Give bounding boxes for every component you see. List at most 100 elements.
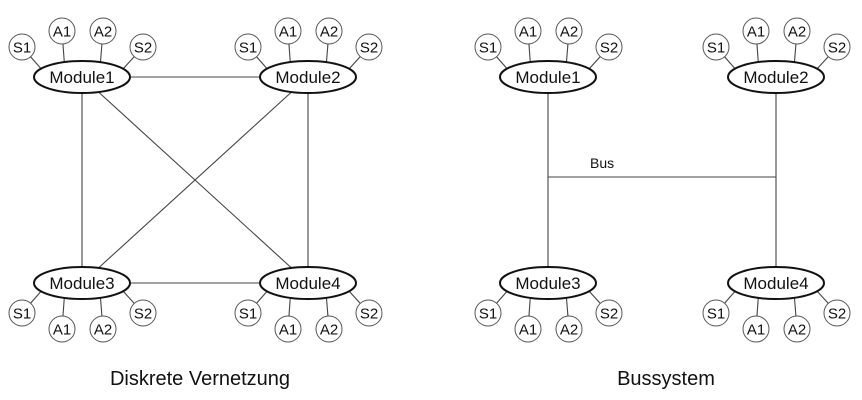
bus-module1-port-a2-connector bbox=[565, 43, 569, 64]
discrete-module1-port-a1 bbox=[48, 17, 76, 45]
discrete-module4-port-s2-label: S2 bbox=[360, 306, 378, 323]
discrete-module1-port-a1-label: A1 bbox=[53, 24, 71, 41]
discrete-module1-port-a1-connector bbox=[62, 43, 65, 64]
bus-module4-port-s1-label: S1 bbox=[707, 306, 725, 323]
bus-module4-port-a2-label: A2 bbox=[788, 322, 806, 339]
bus-module3-port-a2-label: A2 bbox=[560, 322, 578, 339]
discrete-module4-port-a1 bbox=[274, 315, 302, 343]
bus-module1-port-a1 bbox=[514, 17, 542, 45]
discrete-module2-port-a2-label: A2 bbox=[320, 24, 338, 41]
discrete-module2-port-s2-label: S2 bbox=[360, 40, 378, 57]
discrete-module2-port-a2 bbox=[315, 17, 343, 45]
discrete-module4-port-a1-connector bbox=[288, 296, 291, 317]
bus-module3-node bbox=[499, 266, 597, 300]
discrete-module3-port-a1-label: A1 bbox=[53, 322, 71, 339]
bus-module4-port-a1 bbox=[742, 315, 770, 343]
discrete-module1-port-a2 bbox=[89, 17, 117, 45]
bus-module3-port-a2 bbox=[555, 315, 583, 343]
discrete-module3-port-s2-label: S2 bbox=[134, 306, 152, 323]
discrete-module3-port-a1-connector bbox=[62, 296, 65, 317]
bus-module1-port-s2-label: S2 bbox=[600, 40, 618, 57]
discrete-module3-node bbox=[33, 266, 131, 300]
bus-module3-port-s2 bbox=[595, 299, 623, 327]
bus-module4-node bbox=[727, 266, 825, 300]
bus-module2-port-s2 bbox=[823, 33, 851, 61]
bus-module4-port-a2-connector bbox=[793, 296, 797, 317]
discrete-module3-port-a2 bbox=[89, 315, 117, 343]
discrete-module1-node bbox=[33, 60, 131, 94]
discrete-module2-label: Module2 bbox=[275, 68, 340, 87]
discrete-module2-port-a2-connector bbox=[325, 43, 329, 64]
discrete-module2-port-a1-label: A1 bbox=[279, 24, 297, 41]
discrete-module1-port-a2-connector bbox=[99, 43, 103, 64]
discrete-module2-port-s1 bbox=[234, 33, 262, 61]
bus-module3-port-a1-label: A1 bbox=[519, 322, 537, 339]
bus-module2-port-s2-label: S2 bbox=[828, 40, 846, 57]
bus-module1-label: Module1 bbox=[515, 68, 580, 87]
discrete-module2-port-s2 bbox=[355, 33, 383, 61]
bus-module2-port-a1-connector bbox=[756, 43, 759, 64]
bus-module4-port-s1 bbox=[702, 299, 730, 327]
bus-module4-port-s2 bbox=[823, 299, 851, 327]
bus-module4-port-a2 bbox=[783, 315, 811, 343]
bus-module3-port-s1 bbox=[474, 299, 502, 327]
bus-module3-port-a1 bbox=[514, 315, 542, 343]
discrete-module1-port-s2 bbox=[129, 33, 157, 61]
discrete-module4-port-a2-label: A2 bbox=[320, 322, 338, 339]
discrete-module3-port-a2-connector bbox=[99, 296, 103, 317]
bus-module4-port-a1-label: A1 bbox=[747, 322, 765, 339]
caption-discrete: Diskrete Vernetzung bbox=[109, 368, 291, 390]
discrete-module4-node bbox=[259, 266, 357, 300]
discrete-module3-port-s1-label: S1 bbox=[13, 306, 31, 323]
discrete-module2-port-a1 bbox=[274, 17, 302, 45]
discrete-module1-port-s2-label: S2 bbox=[134, 40, 152, 57]
discrete-module3-port-s2 bbox=[129, 299, 157, 327]
bus-module2-port-s1-label: S1 bbox=[707, 40, 725, 57]
discrete-module4-port-a1-label: A1 bbox=[279, 322, 297, 339]
bus-module1-port-a2-label: A2 bbox=[560, 24, 578, 41]
discrete-module1-port-a2-label: A2 bbox=[94, 24, 112, 41]
caption-bus: Bussystem bbox=[617, 368, 715, 390]
bus-module1-node bbox=[499, 60, 597, 94]
bus-label: Bus bbox=[590, 155, 614, 171]
discrete-module4-label: Module4 bbox=[275, 274, 340, 293]
discrete-module4-port-s2 bbox=[355, 299, 383, 327]
bus-module2-port-a1 bbox=[742, 17, 770, 45]
bus-module4-port-s2-label: S2 bbox=[828, 306, 846, 323]
bus-module2-label: Module2 bbox=[743, 68, 808, 87]
bus-module4-label: Module4 bbox=[743, 274, 808, 293]
discrete-module3-port-s1 bbox=[8, 299, 36, 327]
bus-module2-node bbox=[727, 60, 825, 94]
discrete-module2-port-a1-connector bbox=[288, 43, 291, 64]
bus-module2-port-a1-label: A1 bbox=[747, 24, 765, 41]
bus-module1-port-a1-connector bbox=[528, 43, 531, 64]
discrete-module1-port-s1-label: S1 bbox=[13, 40, 31, 57]
bus-module1-port-s2 bbox=[595, 33, 623, 61]
discrete-module2-port-s1-label: S1 bbox=[239, 40, 257, 57]
bus-module1-port-a2 bbox=[555, 17, 583, 45]
bus-module1-port-a1-label: A1 bbox=[519, 24, 537, 41]
bus-module3-port-a1-connector bbox=[528, 296, 531, 317]
link-module2-module3 bbox=[81, 76, 309, 284]
bus-module3-port-a2-connector bbox=[565, 296, 569, 317]
discrete-module3-label: Module3 bbox=[49, 274, 114, 293]
bus-module2-port-a2-connector bbox=[793, 43, 797, 64]
discrete-module3-port-a1 bbox=[48, 315, 76, 343]
discrete-module3-port-a2-label: A2 bbox=[94, 322, 112, 339]
discrete-module4-port-s1 bbox=[234, 299, 262, 327]
discrete-module1-label: Module1 bbox=[49, 68, 114, 87]
discrete-module1-port-s1 bbox=[8, 33, 36, 61]
bus-module1-port-s1 bbox=[474, 33, 502, 61]
bus-module4-port-a1-connector bbox=[756, 296, 759, 317]
bus-module3-port-s1-label: S1 bbox=[479, 306, 497, 323]
bus-module3-port-s2-label: S2 bbox=[600, 306, 618, 323]
bus-module3-label: Module3 bbox=[515, 274, 580, 293]
bus-module2-port-s1 bbox=[702, 33, 730, 61]
bus-module1-port-s1-label: S1 bbox=[479, 40, 497, 57]
discrete-module4-port-a2-connector bbox=[325, 296, 329, 317]
discrete-module4-port-s1-label: S1 bbox=[239, 306, 257, 323]
bus-module2-port-a2 bbox=[783, 17, 811, 45]
bus-module2-port-a2-label: A2 bbox=[788, 24, 806, 41]
discrete-module2-node bbox=[259, 60, 357, 94]
